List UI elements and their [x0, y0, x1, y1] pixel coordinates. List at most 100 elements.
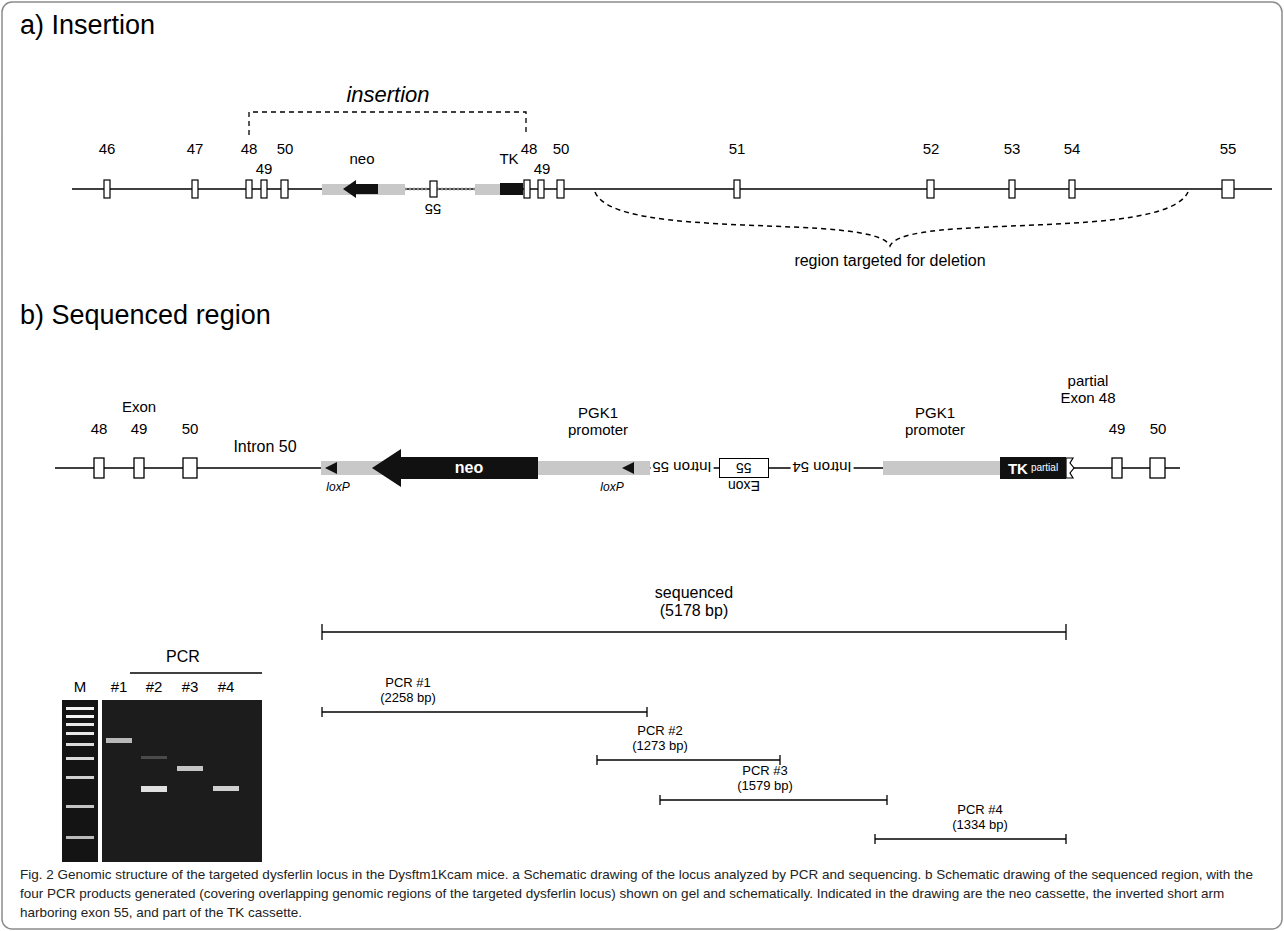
marker-lane	[62, 700, 98, 862]
loxp-triangle	[622, 462, 634, 474]
pcr-bar	[875, 838, 1066, 839]
bracket-label: insertion	[346, 82, 429, 107]
exon-box	[183, 458, 197, 478]
loxp-label: loxP	[326, 481, 349, 495]
marker-bands	[66, 707, 94, 839]
exon-number: 55	[425, 201, 442, 218]
exon-number: 48	[521, 140, 538, 157]
intron-label: Intron 54	[790, 459, 853, 476]
gel-band	[66, 732, 94, 735]
node-text: TK	[1008, 461, 1028, 476]
exon-number: 50	[553, 140, 570, 157]
bar-tick	[1065, 834, 1066, 844]
bar-tick	[886, 795, 887, 805]
exon-box	[1112, 458, 1122, 478]
intron-label: Intron 50	[233, 438, 296, 456]
gel-band	[66, 836, 94, 839]
exon-number: 50	[182, 420, 199, 437]
cassette-label: TK	[499, 150, 518, 167]
short-arm-line	[405, 188, 475, 191]
gel-band	[66, 776, 94, 779]
exon-number: 50	[277, 140, 294, 157]
bar-tick	[646, 707, 647, 717]
tk-bar	[500, 183, 523, 195]
exon-number: 46	[99, 140, 116, 157]
exon-heading: Exon	[122, 398, 156, 415]
pgk1-promoter-bar	[883, 461, 1002, 475]
loxp-label: loxP	[600, 481, 623, 495]
exon-box	[524, 180, 530, 198]
node-text: neo	[455, 460, 483, 476]
exon-box	[557, 180, 564, 198]
gel-band	[141, 756, 167, 759]
lane-label: M	[74, 678, 87, 695]
pcr-bar	[660, 799, 887, 800]
loxp-triangle	[325, 462, 337, 474]
exon-label: partial Exon 48	[1055, 372, 1121, 407]
insertion-bracket	[249, 112, 526, 135]
deletion-brace	[595, 192, 1188, 246]
exon-box	[430, 181, 437, 197]
exon-box	[927, 180, 934, 198]
gel-band	[66, 707, 94, 710]
gel-band	[66, 805, 94, 808]
neo-arrowhead	[372, 449, 401, 487]
exon-box	[261, 180, 267, 198]
figure-caption: Fig. 2 Genomic structure of the targeted…	[20, 866, 1264, 923]
pcr-label: PCR #1 (2258 bp)	[373, 676, 443, 706]
bar-tick	[321, 707, 322, 717]
exon-box	[246, 180, 252, 198]
brace-label: region targeted for deletion	[794, 252, 985, 270]
node-text: Exon	[728, 479, 760, 493]
exon-number: 48	[241, 140, 258, 157]
lane-label: #4	[218, 678, 235, 695]
exon-number: 53	[1004, 140, 1021, 157]
range-label: sequenced (5178 bp)	[646, 584, 742, 621]
exon-box	[104, 180, 110, 198]
exon-box	[1069, 180, 1075, 198]
partial-exon	[1066, 458, 1074, 478]
node-subtext: partial	[1031, 463, 1058, 473]
exon-number: 51	[729, 140, 746, 157]
cassette-label: neo	[349, 150, 374, 167]
exon-box	[1150, 458, 1165, 478]
exon-box	[281, 180, 288, 198]
panel-heading: a) Insertion	[20, 10, 155, 41]
gel-band	[213, 786, 239, 791]
lane-label: #1	[111, 678, 128, 695]
exon-box: Exon55	[719, 458, 769, 478]
lane-group-line	[130, 672, 262, 673]
pcr-label: PCR #3 (1579 bp)	[730, 764, 800, 794]
pgk1-promoter-bar	[536, 461, 650, 475]
pcr-bar	[597, 759, 780, 760]
neo-arrow	[343, 180, 378, 198]
pcr-bar	[322, 711, 647, 712]
bar-tick	[321, 624, 322, 640]
exon-box	[94, 458, 104, 478]
range-bars	[322, 624, 1066, 844]
cassette-grey	[475, 184, 500, 195]
gel-heading: PCR	[166, 648, 200, 666]
gel-band	[66, 715, 94, 718]
exon-box	[134, 458, 144, 478]
exon-number: 54	[1064, 140, 1081, 157]
lane-label: #3	[182, 678, 199, 695]
exon-number: 49	[1109, 420, 1126, 437]
exon-number: 49	[534, 160, 551, 177]
promoter-label: PGK1 promoter	[899, 404, 971, 439]
gel-image	[102, 700, 262, 862]
pcr-label: PCR #4 (1334 bp)	[945, 803, 1015, 833]
lane-label: #2	[146, 678, 163, 695]
exon-number: 55	[1220, 140, 1237, 157]
exon-box	[734, 180, 740, 198]
exon-number: 48	[91, 420, 108, 437]
exon-box	[1009, 180, 1015, 198]
intron-label: Intron 55	[650, 459, 713, 476]
exon-number: 49	[131, 420, 148, 437]
promoter-label: PGK1 promoter	[562, 404, 634, 439]
tk-cassette: TKpartial	[1000, 457, 1066, 479]
exon-number: 52	[923, 140, 940, 157]
